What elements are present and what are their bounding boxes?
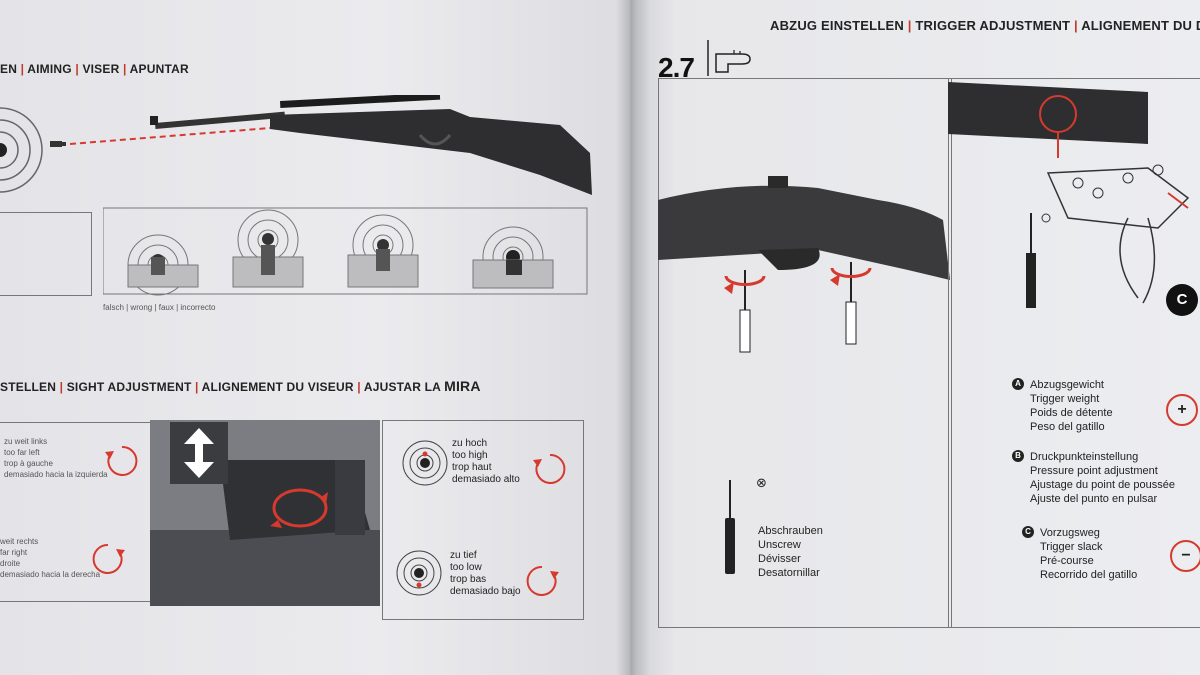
left-page: EN | AIMING | VISER | APUNTAR [0,0,640,675]
hand-icon [707,40,751,76]
wrong-caption: falsch | wrong | faux | incorrecto [103,303,216,312]
rotate-high-icon [533,453,566,484]
target-icon [0,107,43,193]
too-low-text: zu tief too low trop bas demasiado bajo [450,550,521,597]
callout-c-badge: C [1166,284,1198,316]
aiming-header: EN | AIMING | VISER | APUNTAR [0,62,189,76]
trigger-header: ABZUG EINSTELLEN | TRIGGER ADJUSTMENT | … [770,18,1200,33]
screwdriver-2-icon [830,262,872,345]
plus-rotate-icon: + [1166,394,1198,426]
too-far-right-text: weit rechts far right droite demasiado h… [0,537,101,579]
aiming-illustration [0,95,592,195]
wrong-sight-strip [103,207,588,296]
badge-c: C [1022,526,1034,538]
sight-picture-1 [127,234,199,296]
screwdriver-small-icon [1026,213,1036,308]
badge-a: A [1012,378,1024,390]
correct-sight-box [0,212,92,296]
screwdriver-1-icon [724,270,766,353]
trigger-mechanism-panel [948,78,1200,628]
rotate-low-icon [526,565,559,596]
right-page: 2.7 ABZUG EINSTELLEN | TRIGGER ADJUSTMEN… [630,0,1200,675]
trigger-guard-illustration [658,176,950,353]
front-sight-icon [50,141,66,147]
unscrew-symbol: ⊗ [756,475,767,490]
trigger-mechanism-illustration [948,82,1190,308]
rotate-clockwise-icon [105,445,138,476]
up-down-arrows-icon [170,422,228,484]
unscrew-text: Abschrauben Unscrew Dévisser Desatornill… [758,525,823,579]
rifle-icon [150,95,592,195]
sight-picture-4 [472,226,554,289]
minus-rotate-icon: − [1170,540,1200,572]
target-low-icon [396,550,442,596]
legend-a: A Abzugsgewicht Trigger weight Poids de … [1012,378,1113,434]
sight-adjustment-header: STELLEN | SIGHT ADJUSTMENT | ALIGNEMENT … [0,378,481,394]
rear-sight-illustration [150,420,380,606]
section-number: 2.7 [658,52,695,83]
legend-c: C Vorzugsweg Trigger slack Pré-course Re… [1022,526,1137,582]
elevation-box [382,420,584,620]
screwdriver-panel [658,78,952,628]
rear-sight-photo [150,420,380,606]
too-high-text: zu hoch too high trop haut demasiado alt… [452,438,520,485]
badge-b: B [1012,450,1024,462]
sight-line [69,127,271,145]
too-far-left-text: zu weit links too far left trop à gauche… [4,437,108,479]
rotate-counterclockwise-icon [92,543,125,574]
target-high-icon [402,440,448,486]
sight-picture-2 [232,209,304,288]
screwdriver-icon [725,480,735,574]
legend-b: B Druckpunkteinstellung Pressure point a… [1012,450,1175,506]
book-gutter [616,0,650,675]
sight-picture-3 [347,214,419,288]
